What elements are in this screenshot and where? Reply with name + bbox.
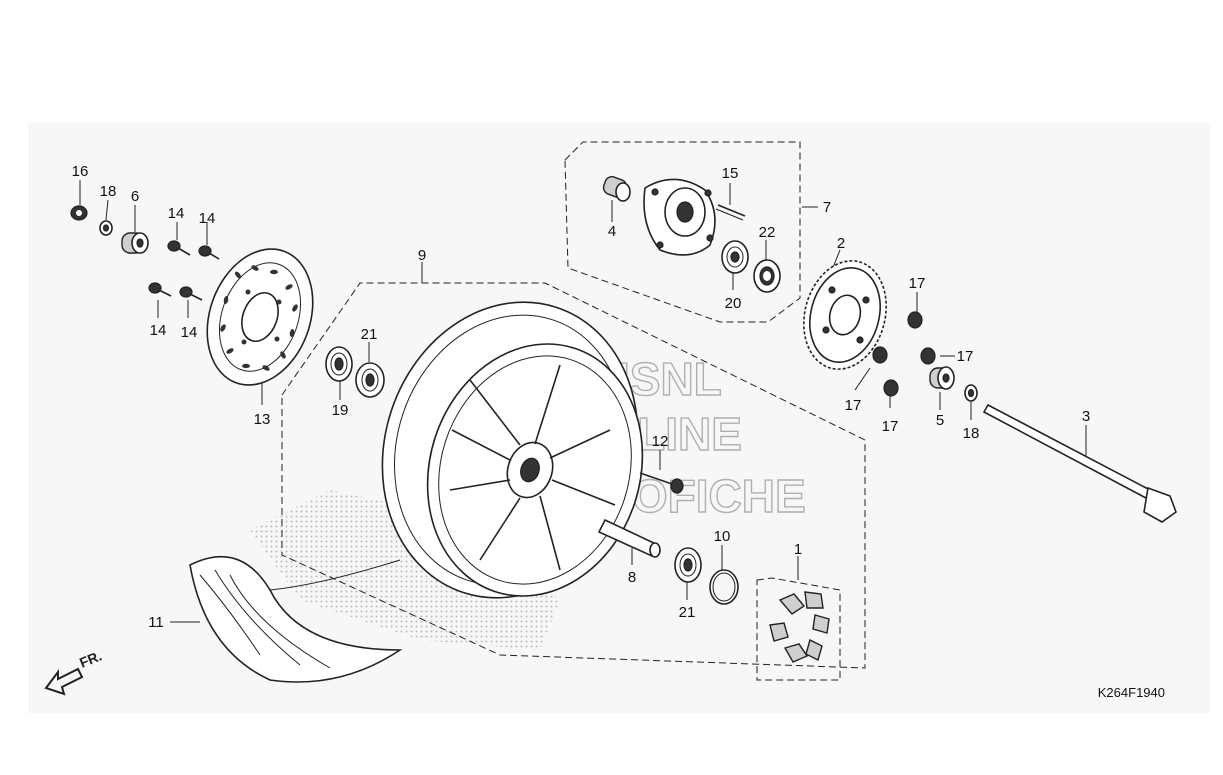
callout-20: 20 bbox=[725, 295, 742, 312]
sprocket-2 bbox=[803, 260, 887, 370]
bolt-12 bbox=[639, 472, 684, 494]
callout-22: 22 bbox=[759, 224, 776, 241]
nuts-17 bbox=[872, 311, 936, 397]
nut-16 bbox=[70, 205, 88, 221]
bearing-19 bbox=[325, 346, 353, 382]
callout-7: 7 bbox=[823, 199, 831, 216]
hub-group-outline bbox=[564, 141, 801, 323]
seal-22 bbox=[753, 259, 781, 293]
washer-18-right bbox=[964, 384, 978, 402]
callout-14b: 14 bbox=[199, 210, 216, 227]
callout-14a: 14 bbox=[168, 205, 185, 222]
damper-group-outline bbox=[756, 577, 841, 681]
front-direction-label: FR. bbox=[77, 647, 104, 670]
callout-12: 12 bbox=[652, 433, 669, 450]
callout-17a: 17 bbox=[909, 275, 926, 292]
wheel-rim-9 bbox=[381, 301, 644, 599]
leader-lines bbox=[79, 180, 1087, 623]
callout-1: 1 bbox=[794, 541, 802, 558]
collar-5 bbox=[929, 366, 955, 390]
bolts-14 bbox=[148, 240, 220, 301]
o-ring-10 bbox=[709, 569, 739, 605]
washer-18-left bbox=[99, 220, 113, 236]
callout-5: 5 bbox=[936, 412, 944, 429]
callout-19: 19 bbox=[332, 402, 349, 419]
callouts: 1 2 3 4 5 6 7 8 9 10 11 12 13 14 14 14 1… bbox=[72, 163, 1091, 631]
bearing-20 bbox=[721, 240, 749, 274]
callout-6: 6 bbox=[131, 188, 139, 205]
bearing-21-left bbox=[355, 362, 385, 398]
tyre-11 bbox=[189, 555, 403, 683]
callout-17b: 17 bbox=[957, 348, 974, 365]
callout-10: 10 bbox=[714, 528, 731, 545]
spacer-8 bbox=[597, 518, 661, 558]
figure-code: K264F1940 bbox=[1098, 685, 1165, 700]
collar-6 bbox=[121, 232, 149, 254]
callout-16: 16 bbox=[72, 163, 89, 180]
callout-2: 2 bbox=[837, 235, 845, 252]
callout-18b: 18 bbox=[963, 425, 980, 442]
damper-1 bbox=[769, 591, 830, 663]
wheel-group-outline bbox=[281, 282, 866, 669]
callout-17c: 17 bbox=[845, 397, 862, 414]
callout-4: 4 bbox=[608, 223, 616, 240]
callout-9: 9 bbox=[418, 247, 426, 264]
front-direction-arrow: FR. bbox=[44, 647, 104, 696]
stud-15 bbox=[715, 204, 746, 221]
callout-18a: 18 bbox=[100, 183, 117, 200]
callout-14d: 14 bbox=[181, 324, 198, 341]
collar-4 bbox=[602, 176, 631, 202]
callout-13: 13 bbox=[254, 411, 271, 428]
callout-3: 3 bbox=[1082, 408, 1090, 425]
hub-flange-7 bbox=[643, 178, 716, 256]
callout-17d: 17 bbox=[882, 418, 899, 435]
callout-21b: 21 bbox=[679, 604, 696, 621]
axle-3 bbox=[982, 403, 1177, 523]
callout-21a: 21 bbox=[361, 326, 378, 343]
callout-15: 15 bbox=[722, 165, 739, 182]
bearing-21-right bbox=[674, 547, 702, 583]
callout-8: 8 bbox=[628, 569, 636, 586]
brake-disc-13 bbox=[206, 248, 314, 386]
tread-shadow bbox=[250, 490, 560, 650]
callout-11: 11 bbox=[148, 614, 164, 631]
callout-14c: 14 bbox=[150, 322, 167, 339]
